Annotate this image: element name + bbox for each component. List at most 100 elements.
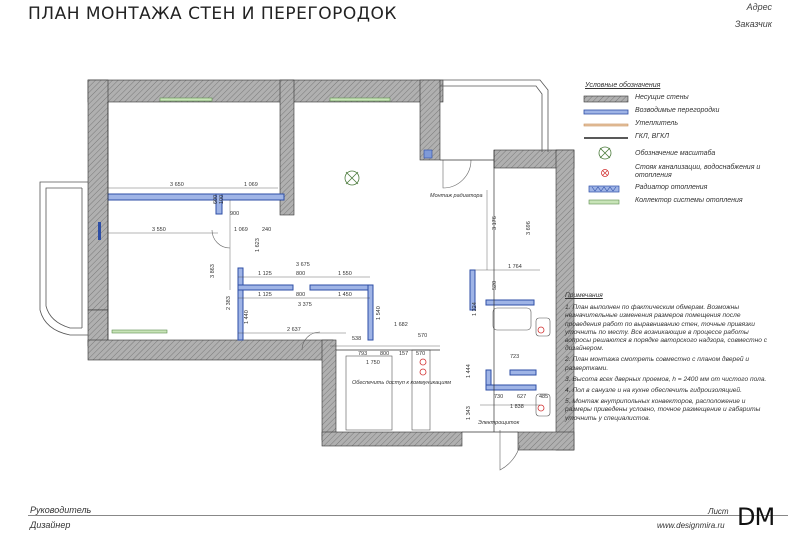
wall-pillar [279,79,295,216]
dim-900: 900 [230,211,239,217]
wall-right-upper [419,79,441,161]
page-title: ПЛАН МОНТАЖА СТЕН И ПЕРЕГОРОДОК [28,4,398,24]
partition-right-b [485,299,535,306]
radiator-swatch-icon [588,185,620,193]
dim-1440: 1 440 [244,310,250,324]
manager-label: Руководитель [30,505,92,515]
new-partitions [107,193,537,391]
partition-top [107,193,285,201]
wall-bottom-right [517,431,575,451]
remark-item: 2. План монтажа смотреть совместно с пла… [565,356,750,372]
partition-right-e [485,384,537,391]
footer-divider [28,515,788,516]
kitchen-unit [411,349,431,431]
legend-item: ГКЛ, ВГКЛ [583,132,783,145]
remark-item: 5. Монтаж внутрипольных конвекторов, рас… [565,398,761,422]
legend-label: Коллектор системы отопления [635,197,743,204]
remarks-title: Примечания [565,292,603,299]
designer-label: Дизайнер [30,520,71,530]
legend-title: Условные обозначения [585,82,661,89]
dim-485: 485 [539,394,548,400]
partition-h-a [237,284,294,291]
note-access: Обеспечить доступ к коммуникациям [352,380,451,386]
dim-800b: 800 [296,292,305,298]
scale-symbol-icon [598,146,612,160]
legend-label: Несущие стены [635,94,689,101]
legend-label: Возводимые перегородки [635,107,720,114]
dim-1224: 1 224 [472,302,478,316]
company-logo: DM [737,503,775,531]
radiator-left [98,222,101,240]
heating-collectors [111,97,391,334]
dimension-lines [108,187,540,406]
dim-3675: 3 675 [296,262,310,268]
partition-right-d [509,369,537,376]
legend-item: Обозначение масштаба [583,145,783,163]
dim-800c: 800 [380,351,389,357]
load-bearing-wall-swatch-icon [583,95,629,103]
balcony-left [39,181,88,336]
remark-item: 3. Высота всех дверных проемов, h = 2400… [565,375,767,383]
dim-2637: 2 637 [287,327,301,333]
dim-1450: 1 450 [338,292,352,298]
wall-bottom [321,431,463,447]
dim-3550: 3 550 [152,227,166,233]
radiator-top-right [423,149,433,159]
wall-left [87,79,109,311]
legend-item: Радиатор отопления [583,183,783,196]
collector-a [159,97,213,102]
dim-1750: 1 750 [366,360,380,366]
dim-538: 538 [352,336,361,342]
heating-collector-swatch-icon [588,199,620,205]
partition-vertical-a [237,267,244,341]
dim-1764: 1 764 [508,264,522,270]
riser-symbol-icon [601,169,609,177]
partition-h-b [309,284,373,291]
radiators [98,149,433,240]
legend-label: Радиатор отопления [635,184,708,191]
remarks-block: Примечания 1. План выполнен по фактическ… [565,292,770,426]
dim-2383: 2 383 [226,296,232,310]
website-link[interactable]: www.designmira.ru [657,521,725,530]
dimension-labels: 3 650 1 069 600 100 900 3 550 1 069 240 … [152,182,548,420]
sheet-label: Лист [708,507,729,516]
dim-1125a: 1 125 [258,271,272,277]
dim-1623: 1 623 [255,238,261,252]
dim-793: 793 [358,351,367,357]
address-label: Адрес [746,2,772,12]
dim-3650: 3 650 [170,182,184,188]
legend-item: Утеплитель [583,119,783,132]
dim-1540: 1 540 [376,306,382,320]
dim-520: 520 [492,281,498,290]
note-electric: Электрощиток [478,420,520,426]
note-radiator: Монтаж радиатора [430,193,483,199]
dim-3696: 3 696 [526,221,532,235]
load-bearing-walls [87,79,575,451]
partition-wall-swatch-icon [583,109,629,115]
shaft-box [345,355,393,431]
partition-vertical-b [367,284,374,341]
dim-570a: 570 [418,333,427,339]
dim-600: 600 [213,195,219,204]
legend-item: Несущие стены [583,93,783,106]
dim-3176: 3 176 [492,216,498,230]
sink [535,317,551,337]
dim-627: 627 [517,394,526,400]
dim-1069a: 1 069 [244,182,258,188]
legend: Несущие стены Возводимые перегородки Уте… [583,93,783,209]
drywall-swatch-icon [584,137,628,139]
customer-label: Заказчик [734,19,772,29]
dim-1682: 1 682 [394,322,408,328]
bathtub [492,307,532,331]
partition-right-a [469,269,476,311]
legend-label: Обозначение масштаба [635,150,716,157]
dim-1444: 1 444 [466,364,472,378]
dim-100: 100 [219,195,225,204]
dim-730: 730 [494,394,503,400]
dim-240: 240 [262,227,271,233]
remark-item: 1. План выполнен по фактическим обмерам.… [565,304,768,353]
wall-bottom-left [87,339,334,361]
insulation-swatch-icon [583,123,629,127]
